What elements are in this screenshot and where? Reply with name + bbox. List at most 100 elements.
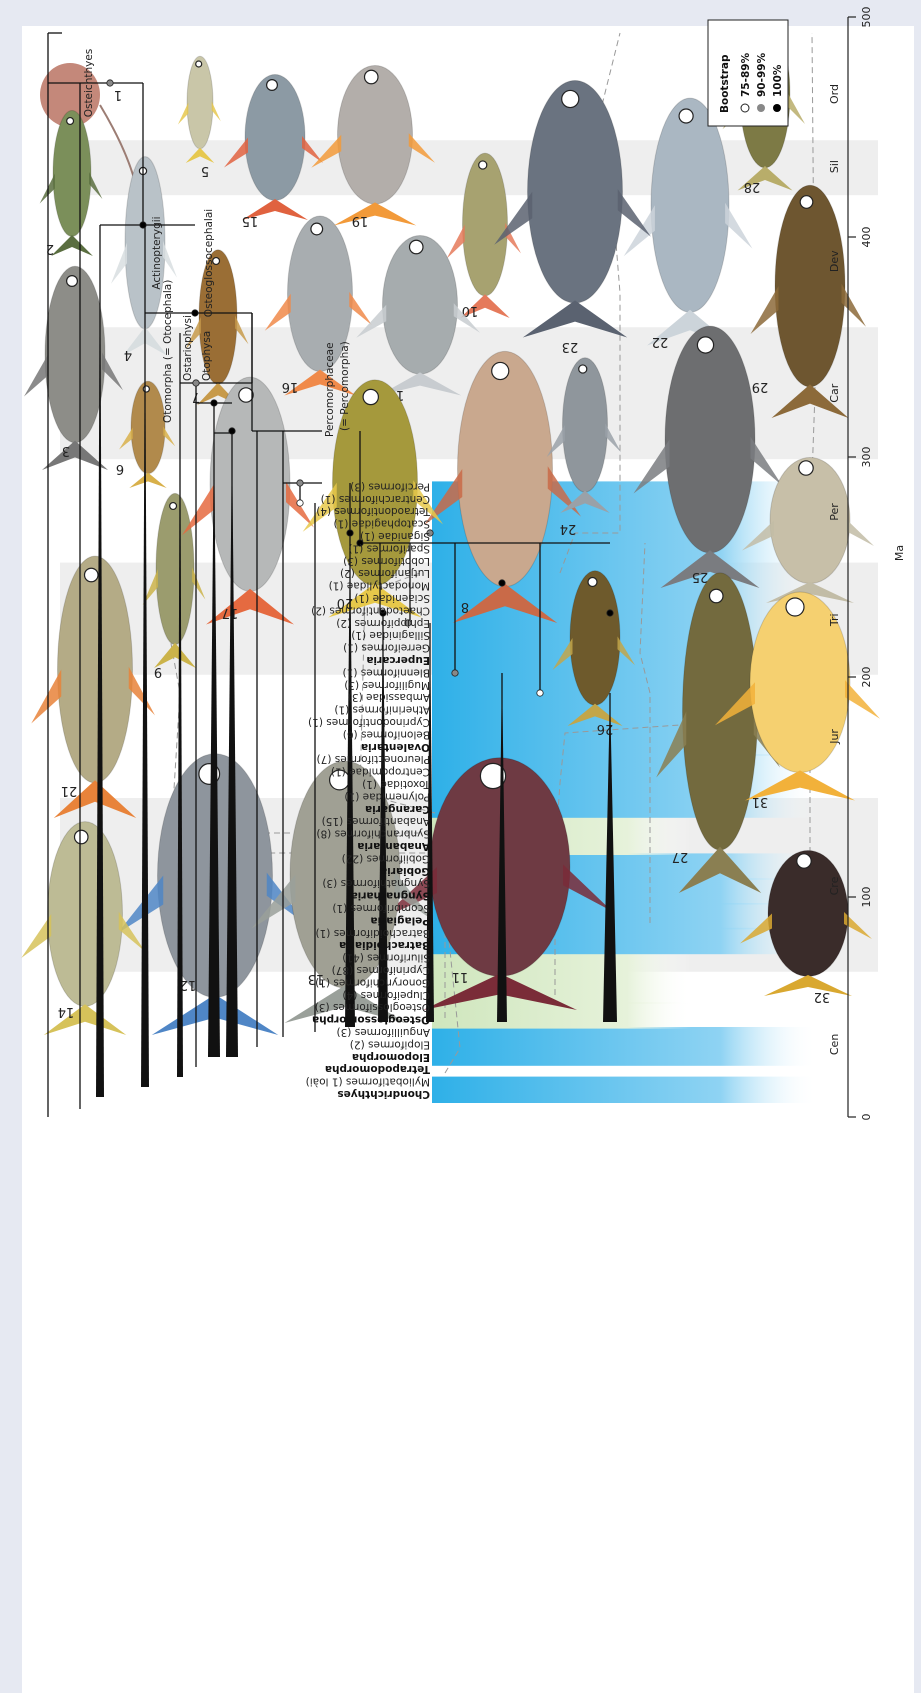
fish-number-label: 29	[752, 379, 769, 394]
taxon-label: Gobiaria	[380, 865, 430, 877]
taxon-label: Ambassidae (3)	[348, 691, 430, 703]
fish-eye	[67, 118, 74, 125]
fish-number-label: 1	[114, 87, 122, 102]
fish-number-label: 8	[461, 599, 469, 614]
taxon-label: Pleuronectiformes (7)	[317, 753, 430, 765]
fish-number-label: 28	[744, 179, 761, 194]
fish-number-label: 22	[652, 334, 669, 349]
bootstrap-node-marker	[229, 428, 235, 434]
taxon-label: Eupercaria	[366, 654, 430, 666]
taxon-label: Myliobatiformes (1 loài)	[306, 1076, 430, 1088]
fish-eye	[786, 598, 804, 616]
taxon-label: Batrachoidiformes (1)	[316, 927, 430, 939]
taxon-label: Toxotidae (1)	[362, 778, 431, 790]
fish-eye	[75, 830, 89, 844]
bootstrap-node-marker	[347, 530, 353, 536]
bootstrap-node-marker	[107, 80, 113, 86]
period-label: Car	[828, 383, 841, 402]
fish-eye	[365, 70, 379, 84]
time-axis-tick-label: 400	[860, 227, 873, 248]
time-axis-tick-label: 0	[860, 1114, 873, 1121]
taxon-band	[432, 1077, 817, 1103]
fish-eye	[196, 61, 202, 67]
taxon-label: Monodactylidae (1)	[329, 580, 430, 592]
fish-image-15: 15	[224, 75, 323, 229]
taxon-label: Carangaria	[365, 803, 430, 815]
taxon-label: Centrarchiformes (1)	[321, 493, 430, 505]
fish-image-22: 22	[624, 98, 753, 349]
period-label: Dev	[828, 250, 841, 272]
bootstrap-node-marker	[297, 480, 303, 486]
fish-body	[53, 111, 91, 237]
fish-body	[131, 381, 165, 473]
taxon-label: Centropomidae (1)	[331, 766, 430, 778]
fish-body	[651, 98, 729, 312]
fish-number-label: 17	[222, 605, 239, 620]
taxon-label: Batrachoidiaria	[339, 939, 430, 951]
fish-body	[383, 235, 458, 374]
fish-number-label: 19	[352, 213, 369, 228]
period-label: Cen	[828, 1034, 841, 1055]
bootstrap-node-marker	[140, 222, 146, 228]
time-axis-unit: Ma	[893, 545, 906, 561]
node-label-percomorphaceae: Percomorphaceae	[324, 342, 336, 437]
taxon-label: Lobotiformes (3)	[343, 555, 430, 567]
bootstrap-node-marker	[452, 670, 458, 676]
taxon-label: Anguilliformes (3)	[337, 1026, 430, 1038]
taxon-label: Syngnatharia	[351, 890, 430, 902]
fish-body	[768, 851, 848, 977]
fish-fin	[31, 670, 61, 724]
taxon-label: Syngnathiformes (3)	[322, 877, 430, 889]
fish-eye	[410, 240, 424, 254]
legend-title: Bootstrap	[719, 54, 731, 113]
node-label-otophysa: Otophysa	[201, 331, 213, 381]
taxon-band	[432, 1027, 817, 1066]
time-axis-tick-label: 200	[860, 667, 873, 688]
fish-image-2: 2	[40, 111, 103, 257]
taxon-label: Anabantaria	[357, 840, 430, 852]
taxon-label: Clupeiformes (4)	[342, 989, 430, 1001]
taxon-label: Spariformes (1)	[348, 542, 430, 554]
taxon-label: Synbranchiformes (8)	[316, 828, 430, 840]
fish-fin	[40, 174, 55, 204]
fish-body	[683, 573, 758, 850]
fish-eye	[697, 337, 713, 353]
period-label: Jur	[828, 729, 841, 745]
fish-body	[528, 80, 623, 303]
fish-image-23: 23	[494, 80, 651, 354]
fish-number-label: 2	[46, 241, 54, 256]
node-label-osteoglossocephalai: Osteoglossocephalai	[203, 209, 215, 317]
fish-fin	[751, 286, 779, 334]
taxon-label: Sillaginidae (1)	[351, 629, 430, 641]
bootstrap-legend: Bootstrap 75-89% 90-99% 100%	[708, 20, 788, 126]
bootstrap-node-marker	[537, 690, 543, 696]
fish-number-label: 11	[452, 969, 469, 984]
taxon-label: Perciformes (3)	[350, 480, 430, 492]
clade-triangle	[177, 383, 183, 1077]
taxon-label: Beloniformes (6)	[343, 728, 430, 740]
fish-fin	[265, 294, 291, 331]
taxon-label: Gerreiformes (1)	[343, 642, 430, 654]
fish-number-label: 31	[752, 794, 769, 809]
taxon-label: Gonorynchiformes (1)	[315, 976, 430, 988]
taxon-label: Elopiformes (2)	[350, 1038, 430, 1050]
period-label: Tri	[828, 613, 841, 627]
fish-fin	[111, 243, 127, 284]
fish-body	[48, 822, 123, 1007]
legend-label-90-99: 90-99%	[756, 52, 768, 97]
fish-eye	[579, 365, 587, 373]
fish-tail	[44, 1004, 127, 1035]
fish-eye	[85, 568, 99, 582]
taxon-label: Sciaenidae (1)	[354, 592, 430, 604]
fish-eye	[800, 196, 813, 209]
taxon-label: Atheriniformes (1)	[334, 704, 430, 716]
period-label: Cre	[828, 876, 841, 895]
fish-fin	[447, 225, 465, 259]
taxon-label: Siluriformes (41)	[342, 952, 430, 964]
fish-tail	[764, 975, 852, 996]
node-label-ostariophysi: Ostariophysi	[182, 315, 194, 381]
bootstrap-node-marker	[211, 400, 217, 406]
fish-body	[570, 571, 620, 705]
